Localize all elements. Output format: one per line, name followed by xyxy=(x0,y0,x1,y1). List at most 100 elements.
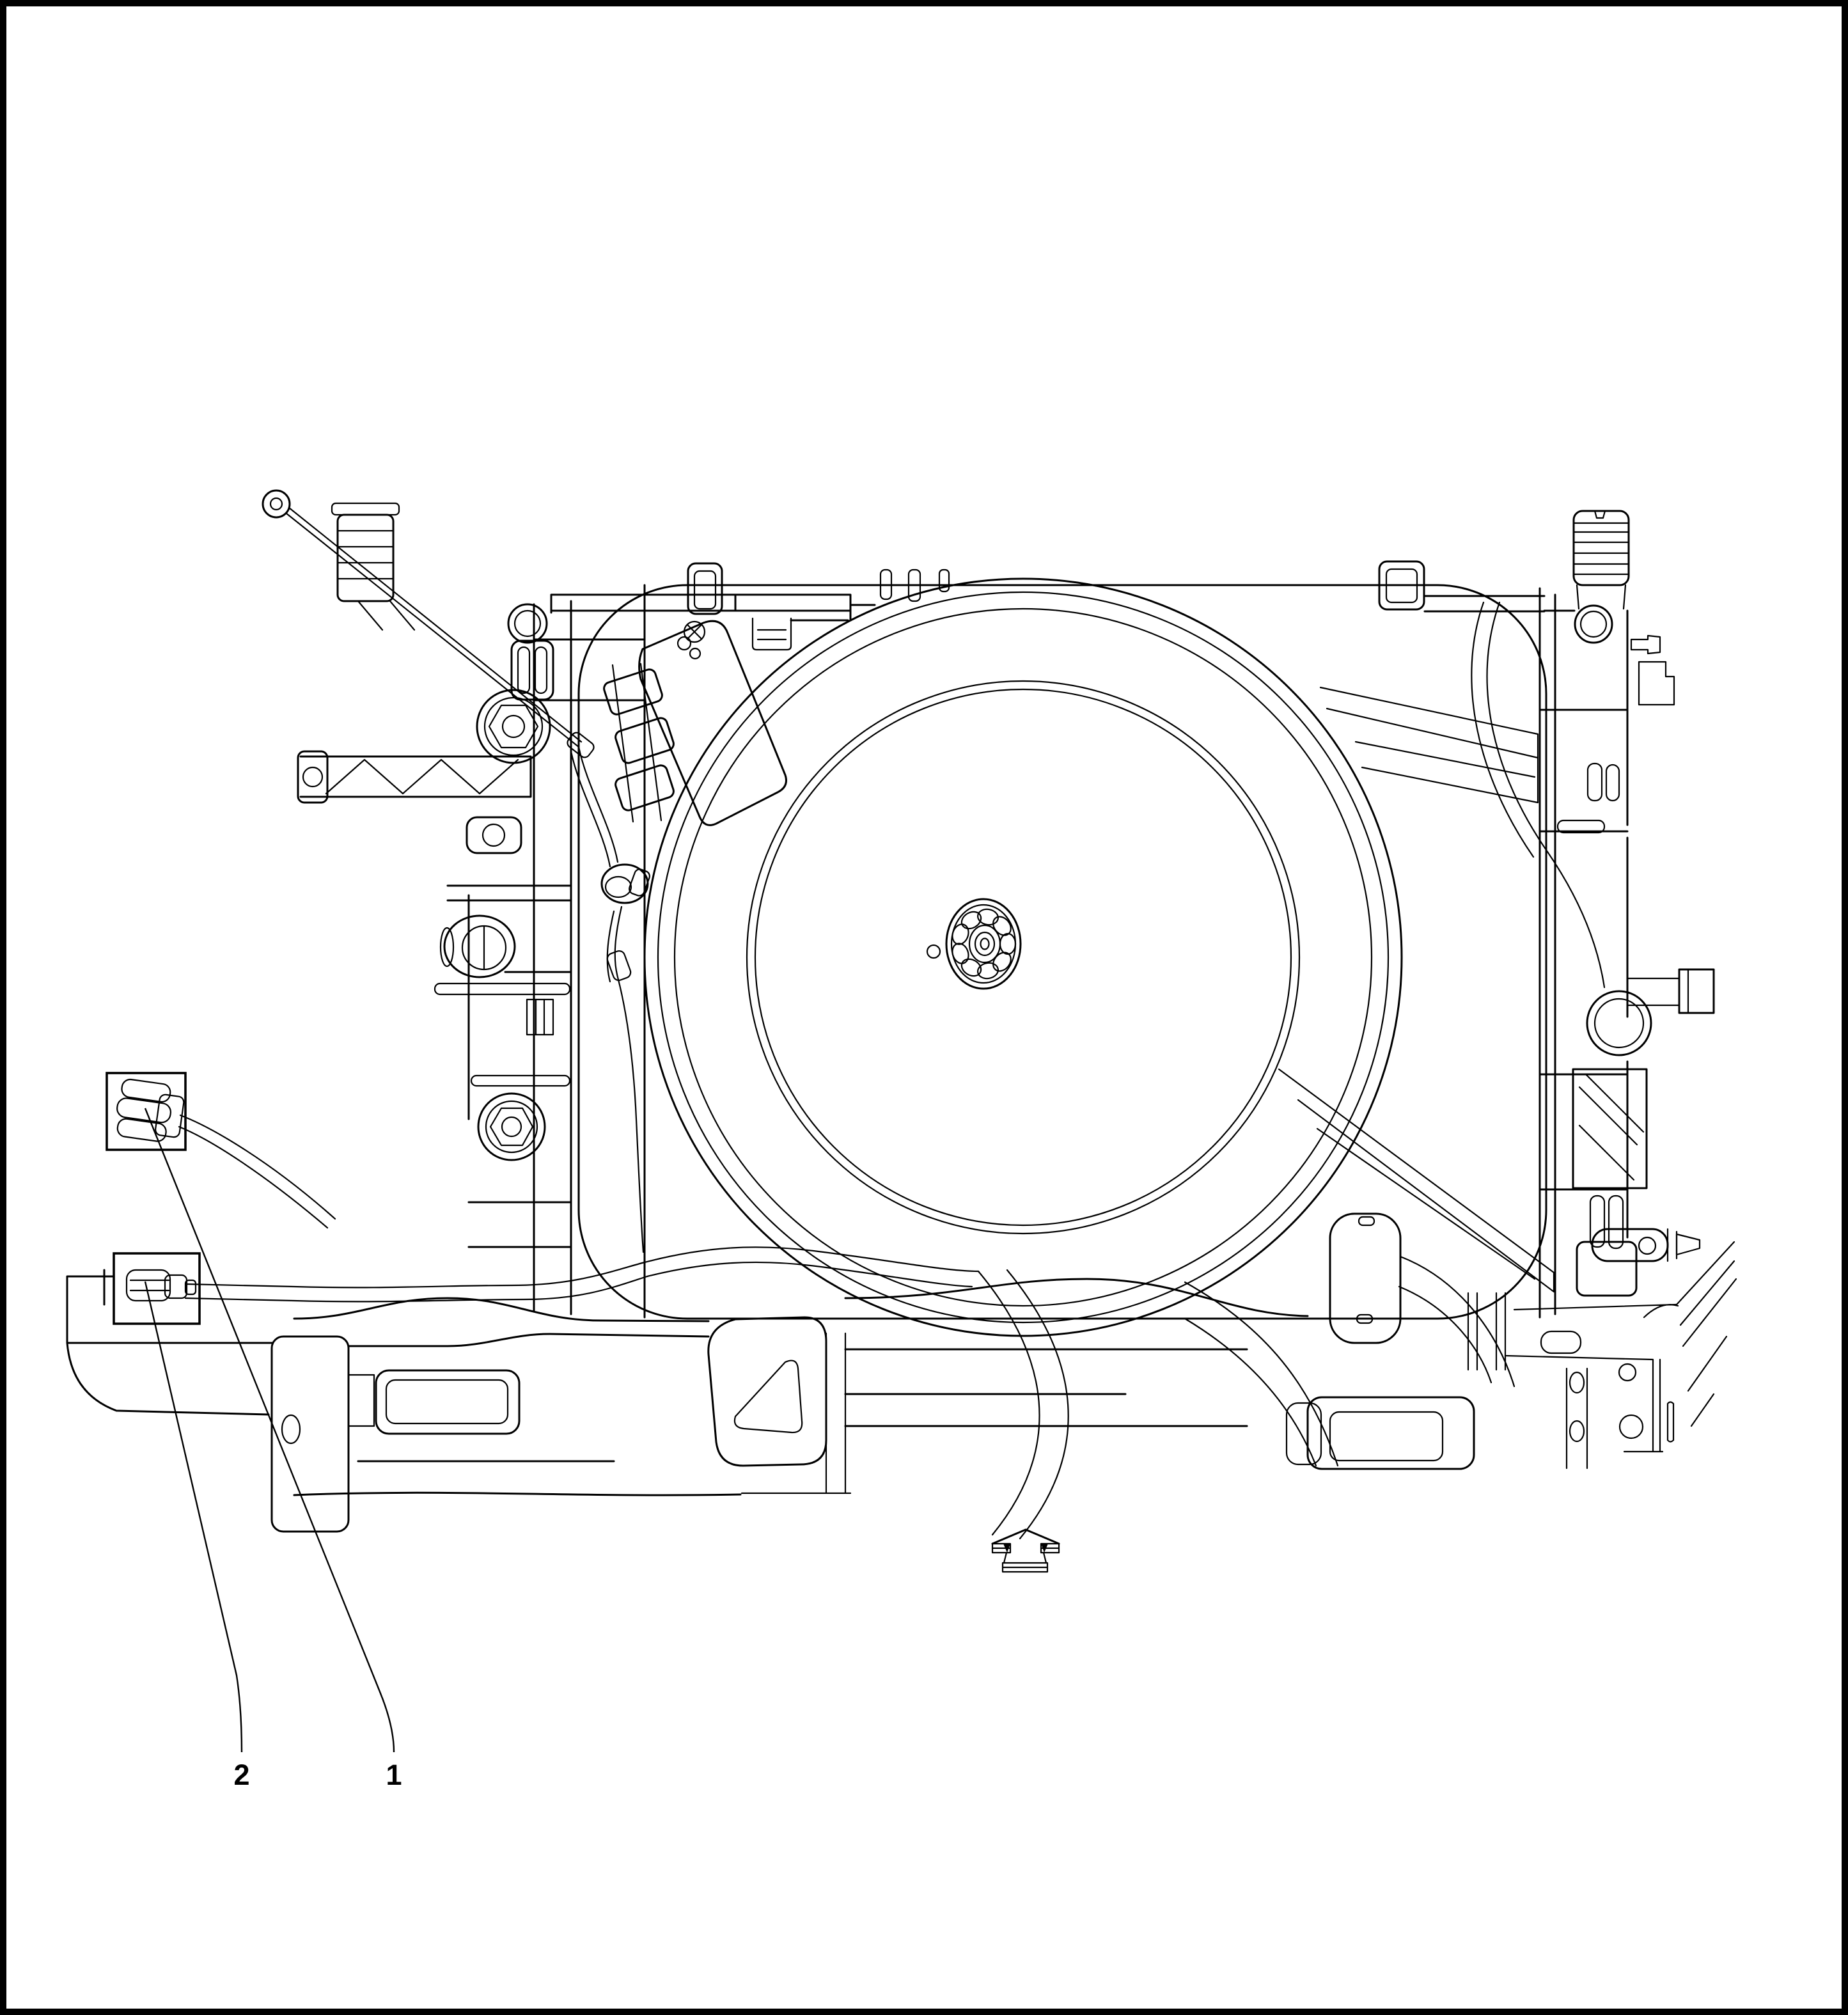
hub-hole xyxy=(977,962,999,980)
callout-label-1: 1 xyxy=(386,1759,402,1791)
upper-air-deflector xyxy=(1319,686,1539,804)
tow-eye-boss xyxy=(1591,1228,1701,1262)
side-plug xyxy=(1626,968,1715,1014)
harness-conduit-left xyxy=(184,1261,648,1303)
tab-inner xyxy=(1385,568,1418,604)
clip-slot xyxy=(517,646,531,694)
mount-ring xyxy=(483,696,544,757)
ladder-rails xyxy=(611,663,662,823)
grommet-sleeve xyxy=(629,868,650,897)
hub-center-ring xyxy=(968,924,1001,964)
mount-slot xyxy=(1356,1313,1374,1324)
foam-pad-left xyxy=(375,1369,521,1435)
left-tank-port xyxy=(439,914,516,978)
detail-box-item-2 xyxy=(113,1252,201,1325)
wire-ferrule xyxy=(606,950,632,982)
grille-legs xyxy=(357,600,416,631)
shroud-u-clip xyxy=(751,617,792,651)
right-tank-port xyxy=(1586,990,1652,1056)
mount-hole xyxy=(482,823,506,847)
foam-pad-right xyxy=(1285,1396,1475,1470)
mount-outline xyxy=(1329,1212,1402,1344)
end-straps xyxy=(1504,1303,1679,1470)
drain-channel xyxy=(1467,1292,1507,1371)
hub-hole xyxy=(951,943,969,964)
ring-outer-circle xyxy=(643,577,1403,1337)
connector-pin xyxy=(184,1279,197,1296)
upper-hex-bolt-mount xyxy=(476,689,551,764)
harness-swoosh-right xyxy=(1184,1281,1339,1467)
left-bracket-plate xyxy=(270,1335,375,1533)
shroud-mount-tab-left xyxy=(687,562,723,615)
pad-inner xyxy=(385,1379,509,1425)
mount-outer xyxy=(476,689,551,764)
frame-rail-lines xyxy=(1675,1241,1737,1427)
bracket-hole xyxy=(733,1360,803,1434)
shroud-outline xyxy=(577,584,1547,1320)
plate-hole xyxy=(677,636,692,651)
connector-body xyxy=(125,1269,171,1302)
slot-clip xyxy=(1608,1195,1624,1250)
bolt-center xyxy=(501,1116,522,1138)
mount-outer xyxy=(477,1092,546,1161)
shroud-clip xyxy=(938,568,950,593)
block-outline xyxy=(526,998,554,1036)
ring-terminal-hole xyxy=(269,497,283,511)
pad-hook xyxy=(1285,1402,1322,1466)
connector-cap xyxy=(164,1274,188,1299)
connector-item-1 xyxy=(116,1078,185,1142)
right-tank-port-inner xyxy=(1594,998,1645,1049)
rail-end-cap xyxy=(297,750,329,804)
mount-outline xyxy=(466,816,522,854)
tow-hook-bracket xyxy=(707,1316,852,1494)
upper-pivot-inner xyxy=(513,609,542,638)
fan-hub xyxy=(926,898,1022,990)
harness-swoosh-center xyxy=(977,1269,1069,1540)
shroud-mount-tab-right xyxy=(1378,560,1425,611)
grille-outline xyxy=(336,514,395,602)
notch-bracket xyxy=(1638,661,1675,706)
tab-inner xyxy=(693,570,717,610)
harness-conduit-center xyxy=(643,1246,980,1288)
rail-edges xyxy=(299,755,532,798)
lower-rail-mount xyxy=(466,816,522,854)
rail-end-hole xyxy=(302,766,324,788)
bracket-outline xyxy=(707,1316,827,1467)
arrow-shadow-right xyxy=(1041,1544,1048,1553)
connector-1-wire xyxy=(178,1114,336,1229)
right-tank-frame xyxy=(1539,587,1629,1319)
left-tank-frame xyxy=(446,584,646,1319)
end-bolt xyxy=(1618,1414,1644,1439)
hub-hole xyxy=(960,911,982,930)
mount-slot xyxy=(1358,1216,1375,1227)
pad-inner xyxy=(1329,1411,1444,1462)
plug-outline xyxy=(1678,968,1715,1014)
plate-side-rib xyxy=(347,1374,375,1427)
fan-shroud xyxy=(550,560,1547,1320)
clip-slot xyxy=(534,646,548,694)
strap-hole xyxy=(1569,1420,1585,1443)
lower-mount-block xyxy=(1576,1241,1638,1297)
fan-ring xyxy=(643,577,1403,1337)
radiator-left-tank xyxy=(297,502,787,1319)
arrow-body xyxy=(1003,1551,1047,1564)
pad xyxy=(603,668,663,716)
plate-outline xyxy=(270,1335,350,1533)
hex-bolt xyxy=(489,1107,534,1147)
boss-cap xyxy=(1666,1228,1678,1262)
shroud-clip xyxy=(879,568,893,600)
double-slot-clip xyxy=(510,639,554,701)
lower-air-deflector xyxy=(1278,1068,1555,1293)
tower-ribs xyxy=(1572,510,1630,610)
upper-pivot-circle xyxy=(507,603,548,644)
lower-crossmember xyxy=(66,1212,1737,1540)
grommet-hole xyxy=(604,875,632,898)
diagonal-bracket-plate xyxy=(638,620,787,826)
blade-disc-circle xyxy=(746,680,1301,1235)
plate-bolt-cross xyxy=(686,623,703,640)
right-beam-mount xyxy=(1329,1212,1515,1388)
tab-outer xyxy=(687,562,723,615)
hub-hole xyxy=(999,932,1017,955)
